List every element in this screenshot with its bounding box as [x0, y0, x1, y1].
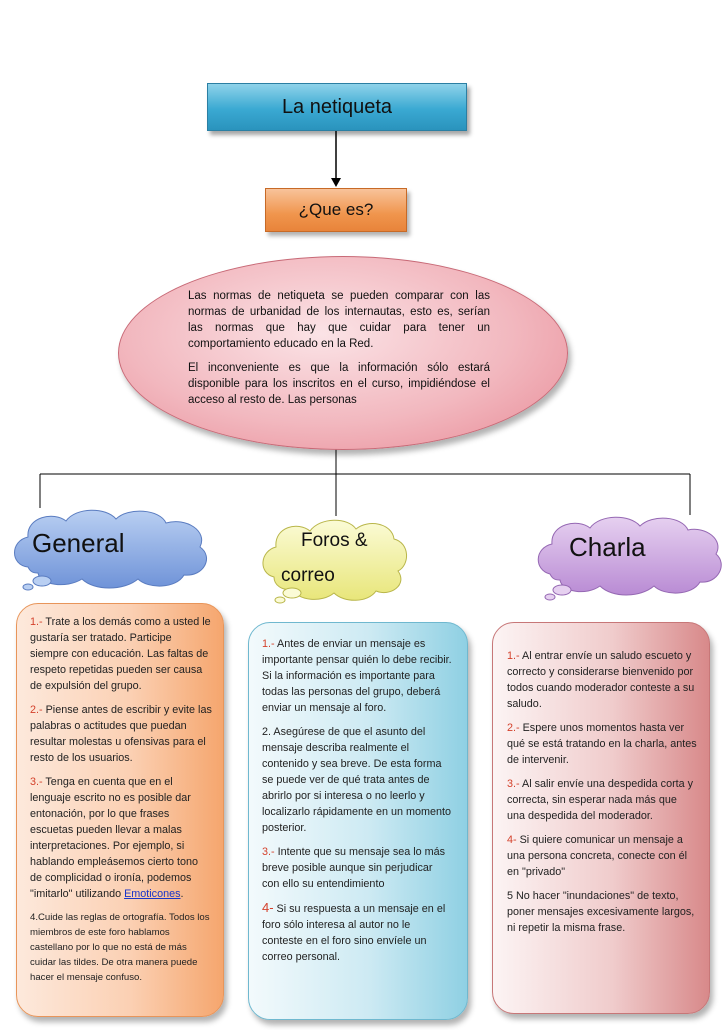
foros-item-4-number: 4- — [262, 900, 274, 915]
general-item-4-end: . — [139, 972, 142, 983]
branch-foros-label-line2: correo — [281, 565, 335, 586]
charla-item-4-number: 4- — [507, 834, 517, 846]
card-foros — [248, 622, 468, 1020]
general-item-1-text: Trate a los demás como a usted le gustar… — [30, 616, 211, 692]
foros-item-1-number: 1.- — [262, 638, 275, 650]
foros-item-3-number: 3.- — [262, 846, 275, 858]
foros-text: 1.- Antes de enviar un mensaje es import… — [262, 636, 452, 973]
charla-item-2-end: . — [565, 754, 569, 766]
branch-general-label: General — [32, 528, 125, 558]
charla-item-3-text: Al salir envíe una despedida corta y cor… — [507, 778, 694, 822]
general-item-2: 2.- Piense antes de escribir y evite las… — [30, 702, 212, 766]
foros-item-2: 2. Asegúrese de que el asunto del mensaj… — [262, 724, 452, 836]
emoticones-link[interactable]: Emoticones — [124, 888, 181, 900]
charla-item-3: 3.- Al salir envíe una despedida corta y… — [507, 776, 697, 824]
cloud-foros — [262, 519, 407, 604]
branch-charla-label: Charla — [569, 532, 646, 562]
general-text: 1.- Trate a los demás como a usted le gu… — [30, 614, 212, 993]
charla-item-4: 4- Si quiere comunicar un mensaje a una … — [507, 832, 697, 880]
general-item-3-number: 3.- — [30, 776, 43, 788]
title-box: La netiqueta — [207, 83, 467, 131]
foros-item-1: 1.- Antes de enviar un mensaje es import… — [262, 636, 452, 716]
charla-item-5-text: 5 No hacer "inundaciones" de texto, pone… — [507, 890, 695, 934]
charla-item-2-number: 2.- — [507, 722, 520, 734]
foros-item-3-text: Intente que su mensaje sea lo más breve … — [262, 846, 446, 890]
general-item-4-text: 4.Cuide las reglas de ortografía. Todos … — [30, 912, 210, 983]
card-general — [16, 603, 224, 1017]
cloud-charla — [537, 516, 722, 601]
foros-item-4-text: Si su respuesta a un mensaje en el foro … — [262, 903, 446, 963]
general-item-2-text: Piense antes de escribir y evite las pal… — [30, 704, 212, 764]
definition-ellipse — [118, 256, 568, 450]
charla-item-1-number: 1.- — [507, 650, 520, 662]
charla-item-1-text: Al entrar envíe un saludo escueto y corr… — [507, 650, 695, 710]
general-item-3-text: Tenga en cuenta que en el lenguaje escri… — [30, 776, 199, 900]
charla-item-4-text: Si quiere comunicar un mensaje a una per… — [507, 834, 688, 878]
definition-paragraph-1: Las normas de netiqueta se pueden compar… — [188, 290, 490, 350]
charla-item-5: 5 No hacer "inundaciones" de texto, pone… — [507, 888, 697, 936]
general-item-2-number: 2.- — [30, 704, 43, 716]
charla-item-2-text: Espere unos momentos hasta ver qué se es… — [507, 722, 697, 766]
definition-paragraph-2: El inconveniente es que la información s… — [188, 362, 490, 406]
foros-item-1-text: Antes de enviar un mensaje es importante… — [262, 638, 452, 714]
question-text: ¿Que es? — [298, 200, 374, 219]
question-box: ¿Que es? — [265, 188, 407, 232]
charla-text: 1.- Al entrar envíe un saludo escueto y … — [507, 648, 697, 944]
foros-item-2-text: 2. Asegúrese de que el asunto del mensaj… — [262, 726, 452, 834]
card-charla — [492, 622, 710, 1014]
foros-item-4: 4- Si su respuesta a un mensaje en el fo… — [262, 900, 452, 965]
general-item-1: 1.- Trate a los demás como a usted le gu… — [30, 614, 212, 694]
general-item-3: 3.- Tenga en cuenta que en el lenguaje e… — [30, 774, 212, 902]
branch-foros-label-line1: Foros & — [301, 530, 368, 551]
title-text: La netiqueta — [281, 95, 393, 118]
charla-item-3-end: . — [649, 810, 653, 822]
general-item-3-end: . — [180, 888, 184, 900]
charla-item-2: 2.- Espere unos momentos hasta ver qué s… — [507, 720, 697, 768]
general-item-4: 4.Cuide las reglas de ortografía. Todos … — [30, 910, 212, 985]
charla-item-1: 1.- Al entrar envíe un saludo escueto y … — [507, 648, 697, 712]
cloud-general — [14, 509, 207, 591]
foros-item-3: 3.- Intente que su mensaje sea lo más br… — [262, 844, 452, 892]
definition-text: Las normas de netiqueta se pueden compar… — [188, 288, 490, 416]
charla-item-3-number: 3.- — [507, 778, 520, 790]
general-item-1-number: 1.- — [30, 616, 43, 628]
